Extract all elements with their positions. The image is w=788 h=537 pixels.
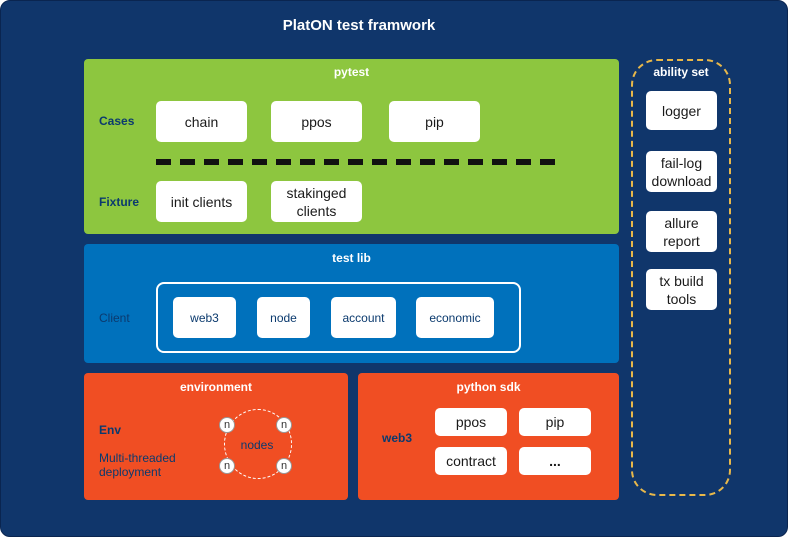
sdk-pip: pip (519, 408, 591, 436)
cases-label: Cases (99, 114, 135, 128)
client-account: account (331, 297, 396, 338)
nodes-label: nodes (240, 438, 274, 452)
env-description: Multi-threaded deployment (99, 451, 176, 479)
fixture-init-clients: init clients (156, 181, 247, 222)
pytest-title: pytest (333, 65, 370, 79)
client-label: Client (99, 311, 130, 325)
sdk-ppos: ppos (435, 408, 507, 436)
python-sdk-panel: python sdk (358, 373, 619, 500)
ability-tx-build-tools: tx build tools (646, 269, 717, 310)
environment-title: environment (179, 380, 252, 394)
case-pip: pip (389, 101, 480, 142)
client-web3: web3 (173, 297, 236, 338)
fixture-label: Fixture (99, 195, 140, 209)
node-circle: n (276, 417, 292, 433)
web3-label: web3 (382, 431, 413, 445)
client-node: node (257, 297, 310, 338)
client-group-border (156, 282, 521, 353)
sdk-more: ... (519, 447, 591, 475)
diagram-title: PlatON test framwork (282, 17, 436, 34)
sdk-contract: contract (435, 447, 507, 475)
case-ppos: ppos (271, 101, 362, 142)
ability-allure-report: allure report (646, 211, 717, 252)
cases-fixture-divider (156, 159, 556, 165)
case-chain: chain (156, 101, 247, 142)
ability-set-panel (631, 59, 731, 496)
node-circle: n (219, 458, 235, 474)
python-sdk-title: python sdk (456, 380, 521, 394)
testlib-title: test lib (332, 251, 371, 265)
ability-fail-log-download: fail-log download (646, 151, 717, 192)
nodes-ring (224, 409, 292, 479)
ability-logger: logger (646, 91, 717, 130)
node-circle: n (219, 417, 235, 433)
node-circle: n (276, 458, 292, 474)
env-label: Env (99, 423, 122, 437)
environment-panel: environment (84, 373, 348, 500)
fixture-stakinged-clients: stakinged clients (271, 181, 362, 222)
client-economic: economic (416, 297, 494, 338)
ability-set-title: ability set (653, 65, 709, 79)
